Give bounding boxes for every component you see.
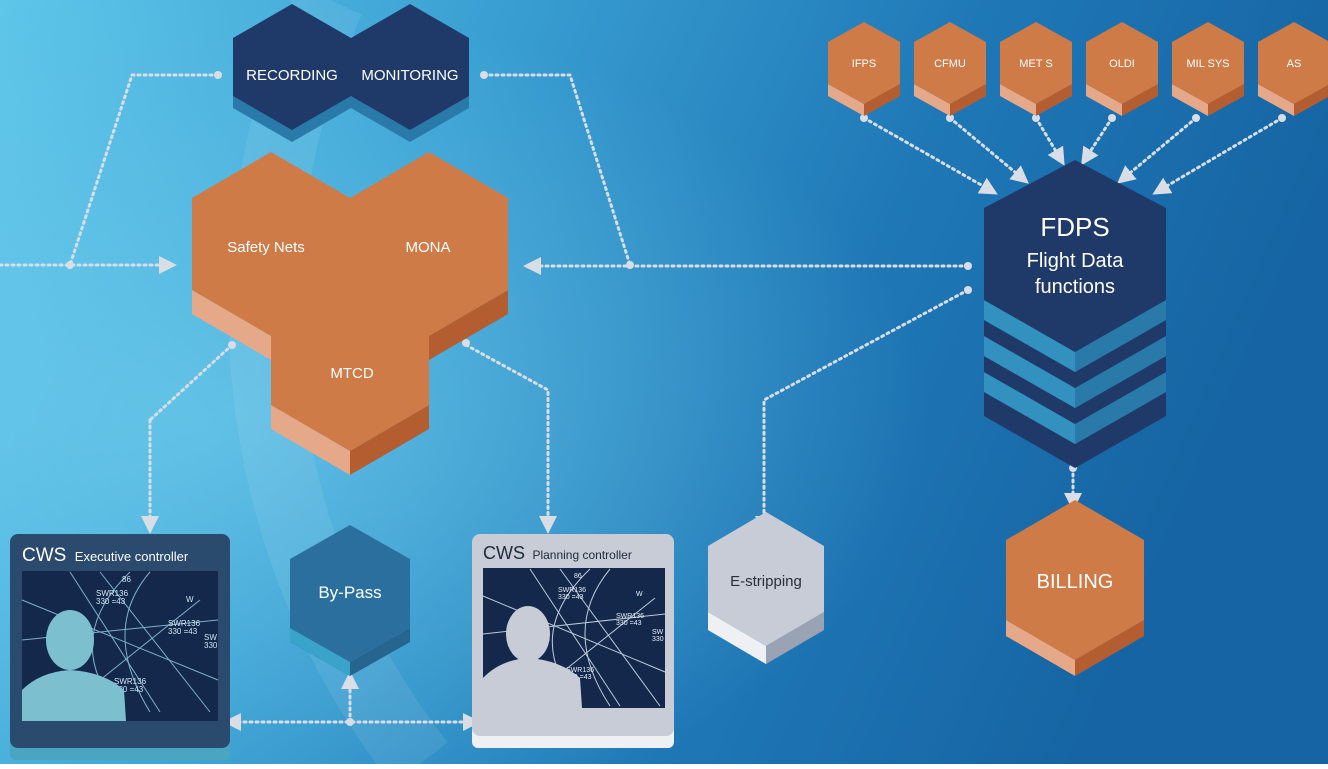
source-label: AS xyxy=(1287,58,1302,70)
fdps-line1: Flight Data xyxy=(1027,250,1125,272)
connector-recording-left xyxy=(68,73,220,267)
mtcd-label: MTCD xyxy=(330,365,373,382)
svg-text:330: 330 xyxy=(652,636,664,643)
connector-oldi xyxy=(1081,116,1114,166)
connector-cfmu xyxy=(948,116,1029,184)
estripping-hexagon[interactable]: E-stripping xyxy=(708,512,824,664)
cws-exec-radar-lines xyxy=(21,571,219,713)
bypass-hexagon[interactable]: By-Pass xyxy=(290,525,410,676)
svg-text:86: 86 xyxy=(574,573,582,580)
connector-monitoring-right xyxy=(482,73,632,267)
mona-label: MONA xyxy=(406,239,451,256)
connector-milsys xyxy=(1117,116,1198,184)
svg-text:330 =43: 330 =43 xyxy=(616,620,642,627)
cws-plan-operator-silhouette xyxy=(483,606,582,708)
fdps-layer-1 xyxy=(984,300,1166,388)
monitoring-hexagon[interactable]: MONITORING xyxy=(351,4,469,142)
svg-text:330 =43: 330 =43 xyxy=(96,597,126,606)
source-hexagon-as[interactable]: AS xyxy=(1258,22,1328,116)
cws-exec-title: CWS Executive controller xyxy=(22,545,189,566)
svg-text:330 =43: 330 =43 xyxy=(558,594,584,601)
monitoring-label: MONITORING xyxy=(361,67,458,84)
source-label: CFMU xyxy=(934,58,966,70)
source-hexagon-oldi[interactable]: OLDI xyxy=(1086,22,1158,116)
fdps-layer-2 xyxy=(984,336,1166,424)
source-label: IFPS xyxy=(852,58,876,70)
fdps-stack[interactable]: FDPS Flight Data functions xyxy=(984,160,1166,468)
bypass-label: By-Pass xyxy=(318,583,381,602)
svg-text:330 =43: 330 =43 xyxy=(114,685,144,694)
connector-ifps xyxy=(862,116,998,195)
source-label: MIL SYS xyxy=(1187,58,1230,70)
svg-text:W: W xyxy=(186,595,194,604)
recording-hexagon[interactable]: RECORDING xyxy=(233,4,351,142)
fdps-line2: functions xyxy=(1035,276,1115,298)
source-label: OLDI xyxy=(1109,58,1135,70)
svg-text:SW: SW xyxy=(204,633,217,642)
cws-exec-radar-labels: SWR136 330 =43 SWR136 330 =43 SWR136 330… xyxy=(96,575,218,694)
core-functions-cluster[interactable]: Safety Nets MONA MTCD xyxy=(192,152,508,475)
fdps-top-hexagon xyxy=(984,160,1166,352)
svg-text:SWR136: SWR136 xyxy=(616,613,644,620)
svg-text:SWR136: SWR136 xyxy=(168,619,201,628)
connector-mets xyxy=(1034,116,1065,166)
billing-label: BILLING xyxy=(1037,571,1114,593)
safety-nets-label: Safety Nets xyxy=(227,239,305,256)
source-label: MET S xyxy=(1019,58,1052,70)
svg-text:SW: SW xyxy=(652,629,664,636)
connector-dots xyxy=(66,71,1286,726)
svg-text:SWR136: SWR136 xyxy=(558,587,586,594)
fdps-layer-3 xyxy=(984,372,1166,468)
recording-label: RECORDING xyxy=(246,67,338,84)
svg-text:330: 330 xyxy=(204,641,218,650)
cws-executive-workstation[interactable]: CWS Executive controller SWR136 330 =43 … xyxy=(10,534,230,760)
billing-hexagon[interactable]: BILLING xyxy=(1006,500,1144,676)
source-hexagon-ifps[interactable]: IFPS xyxy=(828,22,900,116)
fdps-title: FDPS xyxy=(1040,212,1109,242)
connector-as xyxy=(1152,116,1284,195)
svg-text:SWR136: SWR136 xyxy=(96,589,129,598)
svg-text:W: W xyxy=(636,591,643,598)
svg-text:86: 86 xyxy=(122,575,131,584)
connector-core-cws-exec xyxy=(148,343,234,422)
cws-plan-title: CWS Planning controller xyxy=(483,543,632,563)
svg-text:SWR136: SWR136 xyxy=(566,667,594,674)
source-hexagon-cfmu[interactable]: CFMU xyxy=(914,22,986,116)
connectors xyxy=(0,73,1284,731)
source-hexagon-met-s[interactable]: MET S xyxy=(1000,22,1072,116)
source-hexagon-mil-sys[interactable]: MIL SYS xyxy=(1172,22,1244,116)
svg-text:SWR136: SWR136 xyxy=(114,677,147,686)
cws-planning-workstation[interactable]: CWS Planning controller SWR136 330 =43 S… xyxy=(472,534,674,748)
svg-text:330 =43: 330 =43 xyxy=(168,627,198,636)
cws-exec-operator-silhouette xyxy=(22,610,126,721)
connector-core-cws-plan xyxy=(464,343,557,534)
connector-fdps-estripping xyxy=(755,288,970,534)
source-hexagons: IFPS CFMU MET S OLDI MIL SYS AS xyxy=(828,22,1328,116)
estripping-label: E-stripping xyxy=(730,573,802,590)
